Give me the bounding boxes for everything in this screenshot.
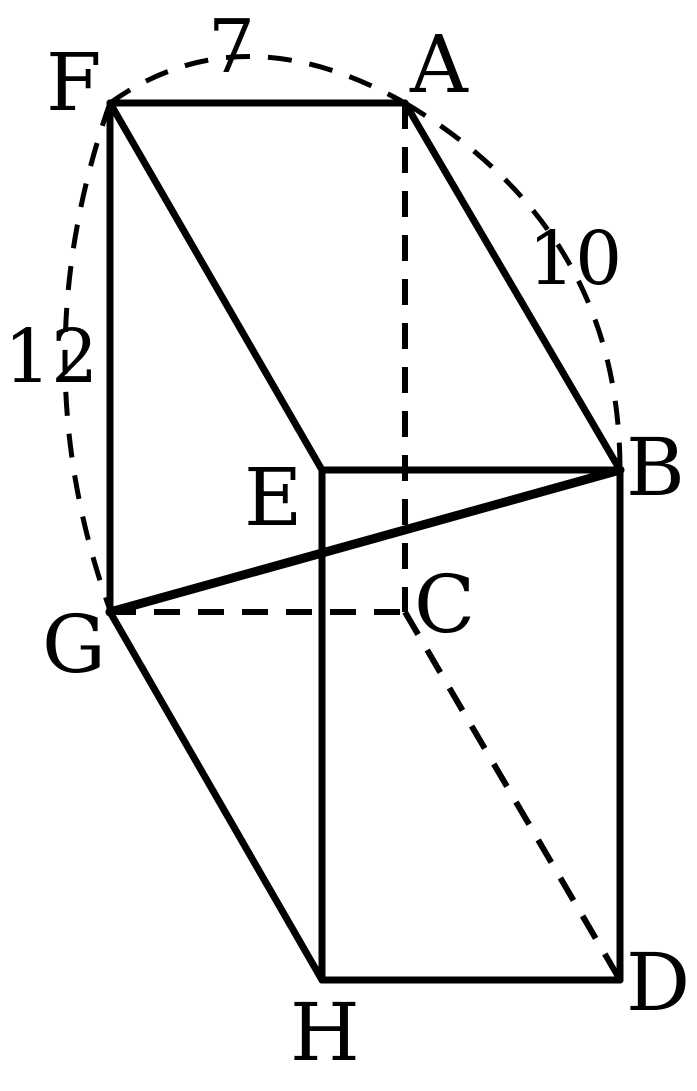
arc-ab xyxy=(403,100,623,471)
arc-fg xyxy=(62,102,113,611)
vertex-label-d: D xyxy=(626,936,690,1029)
vertex-label-c: C xyxy=(414,558,475,651)
edge-gh xyxy=(106,608,326,984)
dimension-label-fa: 7 xyxy=(208,4,255,90)
edge-cd xyxy=(402,610,623,982)
dimension-label-ab: 10 xyxy=(528,216,622,302)
vertex-label-b: B xyxy=(626,421,685,514)
edge-fe xyxy=(106,99,326,474)
vertex-label-f: F xyxy=(46,36,102,129)
vertex-label-g: G xyxy=(42,598,106,691)
edge-ab xyxy=(401,99,624,474)
vertex-label-e: E xyxy=(244,451,302,544)
vertex-label-h: H xyxy=(290,986,360,1079)
edge-gb-diagonal xyxy=(105,465,625,617)
arc-fa xyxy=(108,54,407,106)
vertex-label-a: A xyxy=(409,18,469,111)
dimension-label-fg: 12 xyxy=(4,314,98,400)
